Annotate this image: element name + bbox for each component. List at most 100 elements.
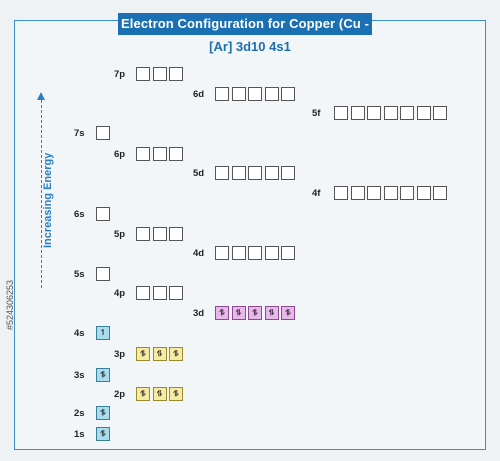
electron-pair-arrows-icon: ⥮ bbox=[152, 347, 167, 361]
sublevel-7p: 7p bbox=[114, 66, 186, 82]
sublevel-label: 5p bbox=[114, 228, 126, 240]
empty-orbital-box bbox=[96, 126, 110, 140]
electron-pair-arrows-icon: ⥮ bbox=[136, 347, 150, 361]
stock-id: #524306253 bbox=[5, 279, 15, 330]
empty-orbital-box bbox=[136, 227, 150, 241]
empty-orbital-box bbox=[215, 166, 229, 180]
sublevel-label: 4p bbox=[114, 287, 126, 299]
sublevel-label: 3s bbox=[74, 369, 85, 381]
empty-orbital-box bbox=[96, 207, 110, 221]
empty-orbital-box bbox=[383, 186, 398, 200]
sublevel-7s: 7s bbox=[74, 125, 113, 141]
sublevel-5f: 5f bbox=[312, 105, 450, 121]
sublevel-label: 6p bbox=[114, 148, 126, 160]
electron-pair-arrows-icon: ⥮ bbox=[231, 306, 246, 320]
empty-orbital-box bbox=[433, 186, 447, 200]
empty-orbital-box bbox=[231, 166, 246, 180]
empty-orbital-box bbox=[281, 87, 295, 101]
empty-orbital-box bbox=[231, 246, 246, 260]
sublevel-4f: 4f bbox=[312, 185, 450, 201]
empty-orbital-box bbox=[264, 166, 279, 180]
sublevel-label: 4f bbox=[312, 187, 321, 199]
sublevel-label: 7p bbox=[114, 68, 126, 80]
sublevel-label: 2s bbox=[74, 407, 85, 419]
empty-orbital-box bbox=[152, 147, 167, 161]
sublevel-2p: 2p⥮⥮⥮ bbox=[114, 386, 186, 402]
sublevel-label: 3d bbox=[193, 307, 205, 319]
empty-orbital-box bbox=[215, 246, 229, 260]
sublevel-6s: 6s bbox=[74, 206, 113, 222]
empty-orbital-box bbox=[136, 147, 150, 161]
empty-orbital-box bbox=[152, 67, 167, 81]
sublevel-2s: 2s ⥮ bbox=[74, 405, 113, 421]
empty-orbital-box bbox=[169, 286, 183, 300]
empty-orbital-box bbox=[334, 186, 348, 200]
sublevel-label: 1s bbox=[74, 428, 85, 440]
empty-orbital-box bbox=[136, 67, 150, 81]
sublevel-4s: 4s↿ bbox=[74, 325, 113, 341]
electron-pair-arrows-icon: ⥮ bbox=[215, 306, 229, 320]
energy-arrow-up-icon bbox=[37, 92, 45, 100]
sublevel-label: 7s bbox=[74, 127, 85, 139]
sublevel-label: 4d bbox=[193, 247, 205, 259]
sublevel-3s: 3s ⥮ bbox=[74, 367, 113, 383]
electron-pair-arrows-icon: ⥮ bbox=[152, 387, 167, 401]
empty-orbital-box bbox=[152, 286, 167, 300]
sublevel-5p: 5p bbox=[114, 226, 186, 242]
sublevel-label: 6d bbox=[193, 88, 205, 100]
empty-orbital-box bbox=[334, 106, 348, 120]
sublevel-4p: 4p bbox=[114, 285, 186, 301]
empty-orbital-box bbox=[264, 246, 279, 260]
sublevel-label: 6s bbox=[74, 208, 85, 220]
empty-orbital-box bbox=[169, 227, 183, 241]
sublevel-5s: 5s bbox=[74, 266, 113, 282]
electron-pair-arrows-icon: ⥮ bbox=[281, 306, 295, 320]
empty-orbital-box bbox=[215, 87, 229, 101]
electron-pair-arrows-icon: ⥮ bbox=[96, 368, 110, 382]
electron-pair-arrows-icon: ⥮ bbox=[264, 306, 279, 320]
empty-orbital-box bbox=[416, 186, 431, 200]
empty-orbital-box bbox=[416, 106, 431, 120]
empty-orbital-box bbox=[367, 186, 381, 200]
empty-orbital-box bbox=[350, 186, 365, 200]
energy-arrow-line bbox=[41, 100, 42, 288]
sublevel-label: 5d bbox=[193, 167, 205, 179]
empty-orbital-box bbox=[248, 246, 262, 260]
empty-orbital-box bbox=[400, 106, 414, 120]
empty-orbital-box bbox=[400, 186, 414, 200]
empty-orbital-box bbox=[248, 166, 262, 180]
sublevel-6d: 6d bbox=[193, 86, 298, 102]
electron-pair-arrows-icon: ⥮ bbox=[136, 387, 150, 401]
empty-orbital-box bbox=[169, 67, 183, 81]
empty-orbital-box bbox=[281, 246, 295, 260]
diagram-frame bbox=[14, 20, 486, 450]
sublevel-label: 5s bbox=[74, 268, 85, 280]
energy-axis-label: Increasing Energy bbox=[42, 152, 54, 248]
electron-pair-arrows-icon: ⥮ bbox=[169, 387, 183, 401]
configuration-notation: [Ar] 3d10 4s1 bbox=[209, 39, 291, 54]
sublevel-3p: 3p⥮⥮⥮ bbox=[114, 346, 186, 362]
empty-orbital-box bbox=[281, 166, 295, 180]
empty-orbital-box bbox=[136, 286, 150, 300]
sublevel-3d: 3d⥮⥮⥮⥮⥮ bbox=[193, 305, 298, 321]
sublevel-1s: 1s ⥮ bbox=[74, 426, 113, 442]
sublevel-4d: 4d bbox=[193, 245, 298, 261]
empty-orbital-box bbox=[350, 106, 365, 120]
empty-orbital-box bbox=[264, 87, 279, 101]
single-electron-arrow-icon: ↿ bbox=[96, 326, 110, 340]
empty-orbital-box bbox=[367, 106, 381, 120]
empty-orbital-box bbox=[231, 87, 246, 101]
electron-pair-arrows-icon: ⥮ bbox=[96, 427, 110, 441]
sublevel-label: 2p bbox=[114, 388, 126, 400]
empty-orbital-box bbox=[152, 227, 167, 241]
sublevel-label: 5f bbox=[312, 107, 321, 119]
empty-orbital-box bbox=[433, 106, 447, 120]
empty-orbital-box bbox=[383, 106, 398, 120]
electron-pair-arrows-icon: ⥮ bbox=[248, 306, 262, 320]
electron-pair-arrows-icon: ⥮ bbox=[169, 347, 183, 361]
sublevel-5d: 5d bbox=[193, 165, 298, 181]
sublevel-6p: 6p bbox=[114, 146, 186, 162]
diagram-title: Electron Configuration for Copper (Cu - … bbox=[118, 13, 372, 53]
electron-pair-arrows-icon: ⥮ bbox=[96, 406, 110, 420]
empty-orbital-box bbox=[248, 87, 262, 101]
